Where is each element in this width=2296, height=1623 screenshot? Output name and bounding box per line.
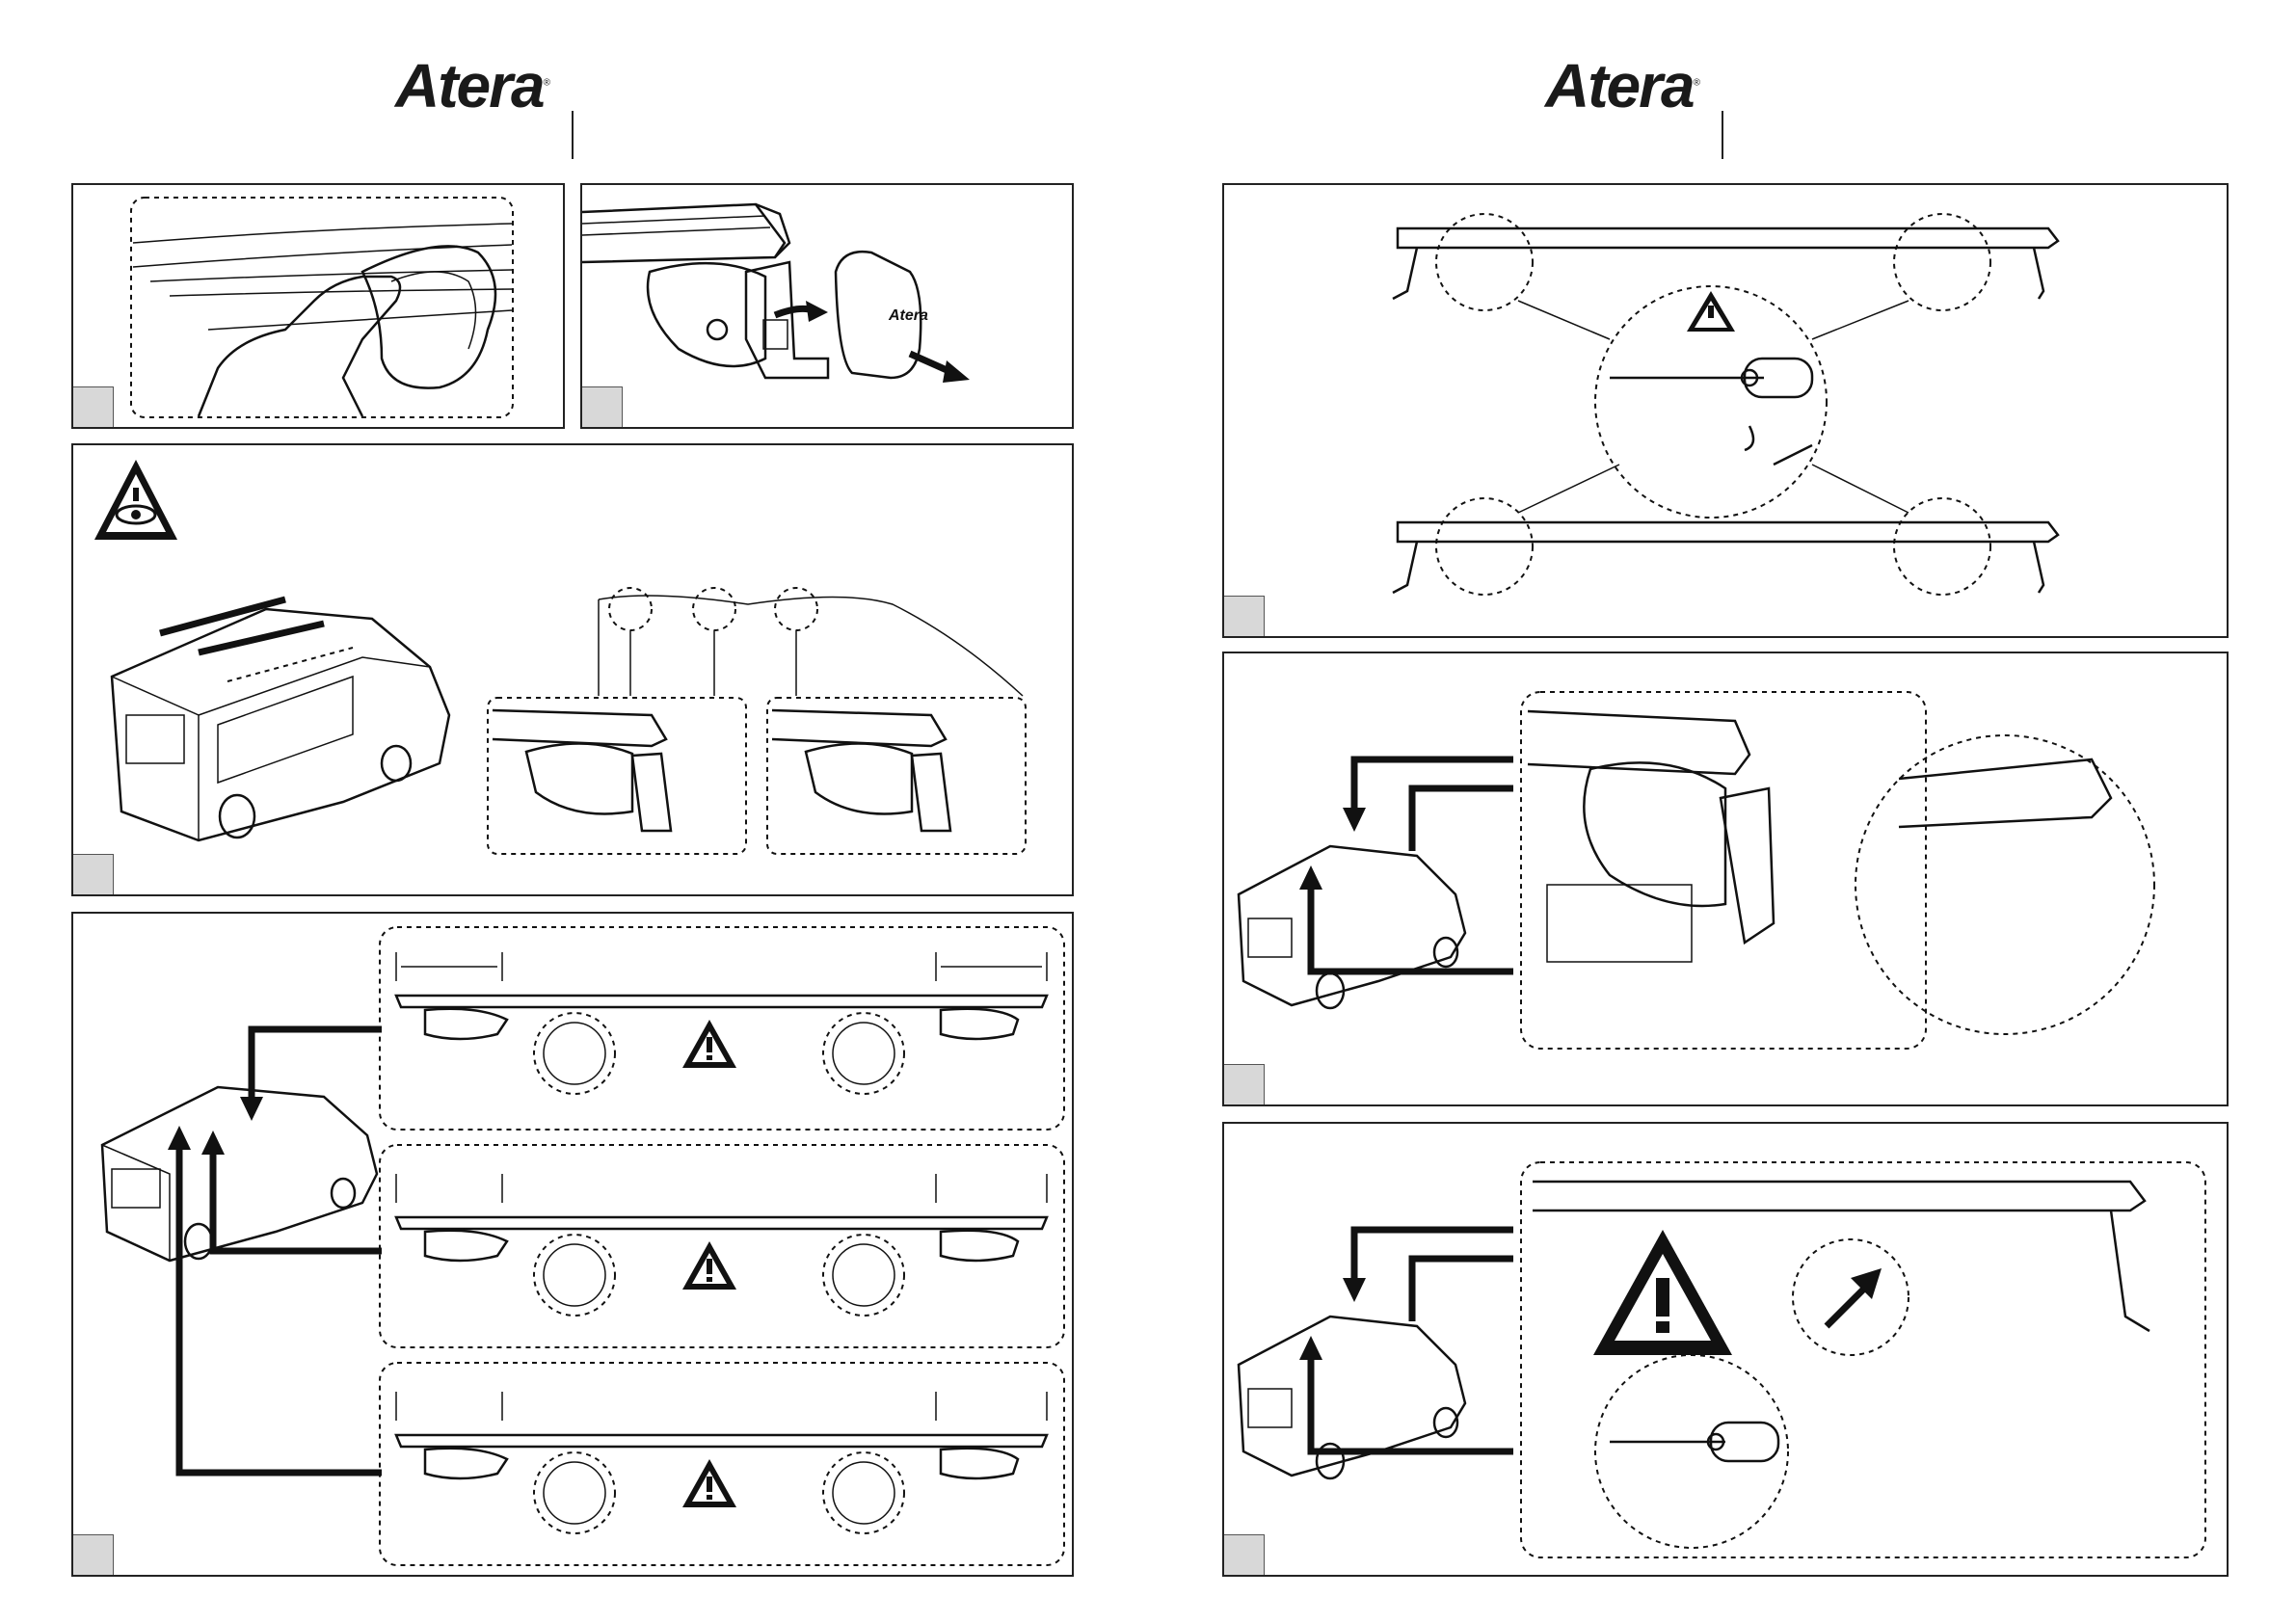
eye-warning-icon xyxy=(94,460,177,540)
step-number-box xyxy=(73,386,114,427)
step-number-box xyxy=(73,1534,114,1575)
registered-mark-right: ® xyxy=(1694,78,1700,89)
step-number-box xyxy=(73,854,114,894)
logo-divider-right xyxy=(1722,111,1723,159)
step-number-box xyxy=(1224,1534,1265,1575)
step-number-box xyxy=(582,386,623,427)
van-drawing-small xyxy=(102,1087,377,1261)
logo-divider-left xyxy=(572,111,574,159)
brand-logo-right-text: Atera xyxy=(1545,51,1694,120)
step-panel-positions xyxy=(71,443,1074,896)
measure-box-2 xyxy=(380,1145,1064,1347)
step-number-box xyxy=(1224,1064,1265,1104)
brand-logo-right: Atera® xyxy=(1545,50,1700,121)
step-panel-attach-foot xyxy=(1222,652,2229,1106)
measure-box-3 xyxy=(380,1363,1064,1565)
brand-logo-left-text: Atera xyxy=(395,51,544,120)
clean-roof-illustration xyxy=(73,185,567,431)
tighten-illustration xyxy=(1224,185,2230,640)
step-panel-final xyxy=(1222,1122,2229,1577)
van-drawing xyxy=(112,599,449,840)
step-panel-tighten xyxy=(1222,183,2229,638)
final-illustration xyxy=(1224,1124,2230,1579)
registered-mark-left: ® xyxy=(544,78,550,89)
attach-foot-illustration xyxy=(1224,653,2230,1108)
cover-decal-text: Atera xyxy=(888,307,928,324)
measure-illustration xyxy=(73,914,1076,1579)
step-panel-remove-cover: Atera xyxy=(580,183,1074,429)
step-panel-clean-roof xyxy=(71,183,565,429)
remove-cover-illustration: Atera xyxy=(582,185,1076,431)
step-number-box xyxy=(1224,596,1265,636)
measure-box-1 xyxy=(380,927,1064,1130)
step-panel-measure xyxy=(71,912,1074,1577)
positions-illustration xyxy=(73,445,1076,898)
brand-logo-left: Atera® xyxy=(395,50,550,121)
